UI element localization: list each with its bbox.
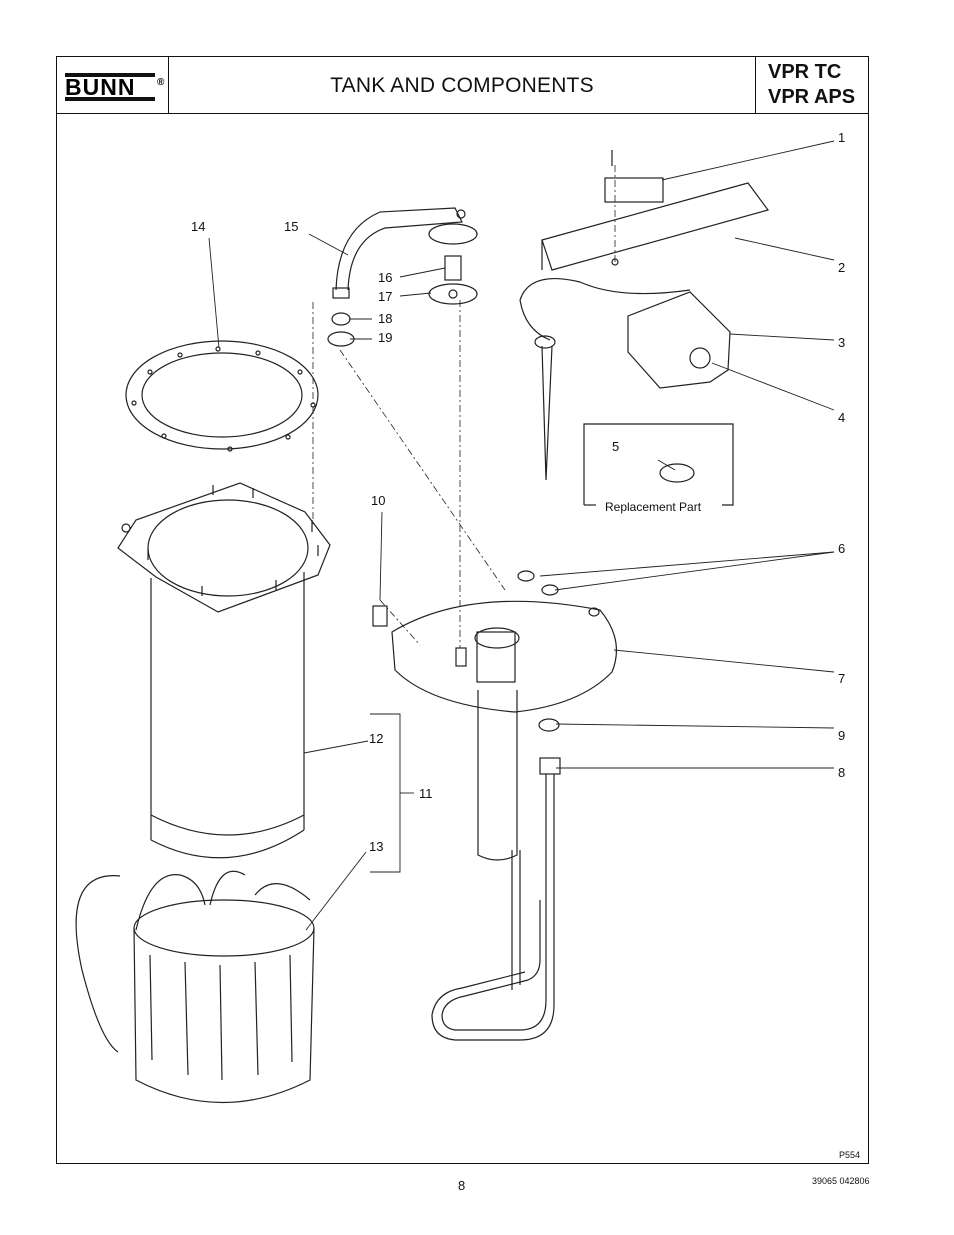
page-number: 8 — [458, 1178, 466, 1193]
leader-lines — [208, 140, 835, 931]
bracket-assembly — [541, 150, 770, 271]
callout-12: 12 — [369, 731, 384, 746]
page-title: TANK AND COMPONENTS — [330, 74, 594, 97]
heating-element — [431, 718, 561, 1041]
gasket-14 — [125, 340, 319, 452]
assembly-lines — [312, 165, 616, 648]
callout-4: 4 — [838, 410, 846, 425]
brand-logo: BUNN ® — [57, 57, 169, 113]
heater-jacket-13 — [75, 870, 315, 1104]
callout-9: 9 — [838, 728, 846, 743]
callout-8: 8 — [838, 765, 846, 780]
brand-name: BUNN — [65, 74, 135, 100]
page-frame: BUNN ® TANK AND COMPONENTS VPR TC VPR AP… — [56, 56, 869, 1164]
callout-6: 6 — [838, 541, 846, 556]
callout-3: 3 — [838, 335, 846, 350]
callout-17: 17 — [378, 289, 393, 304]
callout-16: 16 — [378, 270, 393, 285]
replacement-part-inset — [583, 423, 734, 506]
model-vpr-aps: VPR APS — [768, 86, 856, 108]
callout-14: 14 — [191, 219, 206, 234]
header-bar: BUNN ® TANK AND COMPONENTS VPR TC VPR AP… — [57, 57, 868, 114]
callout-13: 13 — [369, 839, 384, 854]
tank-flange — [117, 482, 331, 613]
document-code: 39065 042806 — [812, 1176, 870, 1186]
model-box: VPR TC VPR APS — [755, 57, 868, 113]
callout-18: 18 — [378, 311, 393, 326]
logo-bars-icon: BUNN ® — [65, 73, 165, 101]
tank-body-12 — [150, 572, 305, 859]
callout-15: 15 — [284, 219, 299, 234]
tank-lid-7 — [372, 570, 618, 861]
model-vpr-tc: VPR TC — [768, 61, 842, 83]
callout-11: 11 — [419, 786, 433, 801]
registered-mark: ® — [157, 77, 165, 88]
spout-assembly — [327, 207, 478, 347]
callout-5: 5 — [612, 439, 620, 454]
callout-2: 2 — [838, 260, 846, 275]
drawing-code: P554 — [839, 1150, 861, 1160]
thermostat-assembly — [519, 278, 731, 481]
inset-caption: Replacement Part — [605, 500, 702, 514]
callout-1: 1 — [838, 130, 846, 145]
callout-19: 19 — [378, 330, 393, 345]
callout-7: 7 — [838, 671, 846, 686]
callout-10: 10 — [371, 493, 386, 508]
